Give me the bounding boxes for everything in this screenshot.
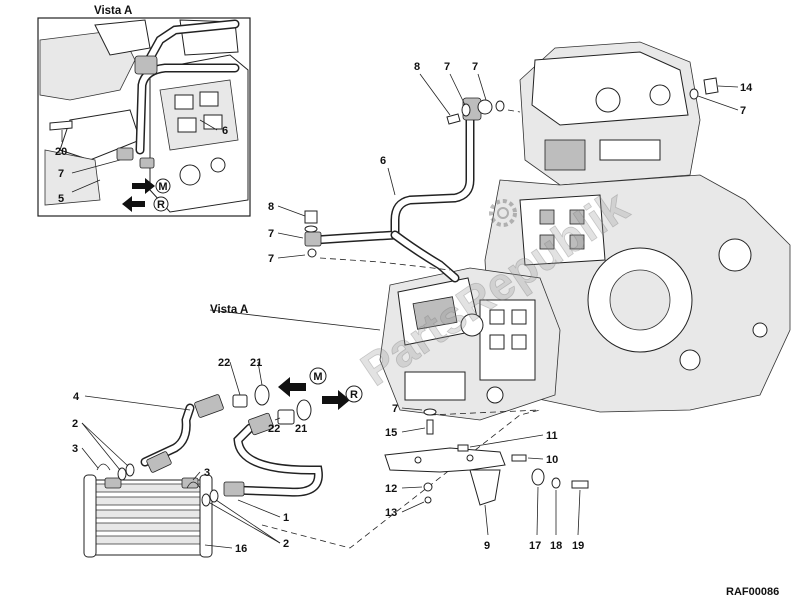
banjo-bolt-upper (446, 100, 505, 125)
label-9: 9 (484, 540, 490, 552)
bolt-11 (457, 444, 469, 452)
screw-19 (571, 480, 589, 489)
fittings-upper (232, 384, 270, 408)
inset-label-6: 6 (222, 125, 228, 137)
inset-view-a: M R Vista A 6 20 7 5 (37, 5, 251, 217)
label-14: 14 (740, 82, 753, 94)
label-7-right: 7 (740, 105, 746, 117)
label-21-lower: 21 (295, 423, 307, 435)
oil-cooler-radiator (83, 474, 213, 558)
label-17: 17 (529, 540, 541, 552)
label-15: 15 (385, 427, 397, 439)
label-7-lower-b: 7 (268, 253, 274, 265)
label-11: 11 (546, 430, 558, 442)
label-4: 4 (73, 391, 80, 403)
label-1: 1 (283, 512, 289, 524)
washer-12 (423, 482, 433, 492)
oil-pipe-assembly (304, 97, 493, 283)
label-22-lower: 22 (268, 423, 280, 435)
label-7-upper-a: 7 (444, 61, 450, 73)
watermark-gear-icon (489, 199, 517, 227)
nut-13 (424, 496, 432, 504)
label-3-right: 3 (204, 467, 210, 479)
label-2-right: 2 (283, 538, 289, 550)
inset-label-20: 20 (55, 146, 67, 158)
label-8-upper: 8 (414, 61, 420, 73)
label-7-bracket: 7 (392, 403, 398, 415)
reference-code: RAF00086 (726, 586, 779, 598)
inset-direction-m: M (158, 181, 167, 193)
label-21-upper: 21 (250, 357, 262, 369)
part-number-labels: 8 7 7 14 7 6 8 7 7 Vista A 22 21 4 2 3 3… (72, 61, 779, 598)
banjo-bolt-lower (304, 210, 318, 233)
fittings-lower (277, 399, 312, 425)
label-7-upper-b: 7 (472, 61, 478, 73)
label-6-pipe: 6 (380, 155, 386, 167)
plug-14 (689, 77, 719, 100)
oil-hose-4 (117, 394, 224, 481)
label-8-lower: 8 (268, 201, 274, 213)
callout-vista-a: Vista A (210, 304, 248, 316)
main-direction-m: M (313, 371, 322, 383)
mounting-bracket-9 (384, 447, 506, 506)
label-2-left: 2 (72, 418, 78, 430)
label-22-upper: 22 (218, 357, 230, 369)
engine-block-drawing (379, 41, 791, 421)
grommet-17 (531, 468, 545, 486)
inset-title: Vista A (94, 5, 132, 17)
inset-label-5: 5 (58, 193, 64, 205)
label-13: 13 (385, 507, 397, 519)
label-7-lower-a: 7 (268, 228, 274, 240)
label-3-left: 3 (72, 443, 78, 455)
label-16: 16 (235, 543, 247, 555)
inset-direction-r: R (157, 199, 165, 211)
label-12: 12 (385, 483, 397, 495)
leader-lines (81, 73, 739, 549)
spacer-18 (551, 477, 561, 489)
inset-label-7: 7 (58, 168, 64, 180)
label-18: 18 (550, 540, 562, 552)
oil-hose-1 (201, 412, 323, 507)
bolt-15 (423, 408, 437, 435)
label-19: 19 (572, 540, 584, 552)
label-10: 10 (546, 454, 558, 466)
bolt-10 (511, 454, 527, 462)
main-direction-r: R (350, 389, 358, 401)
